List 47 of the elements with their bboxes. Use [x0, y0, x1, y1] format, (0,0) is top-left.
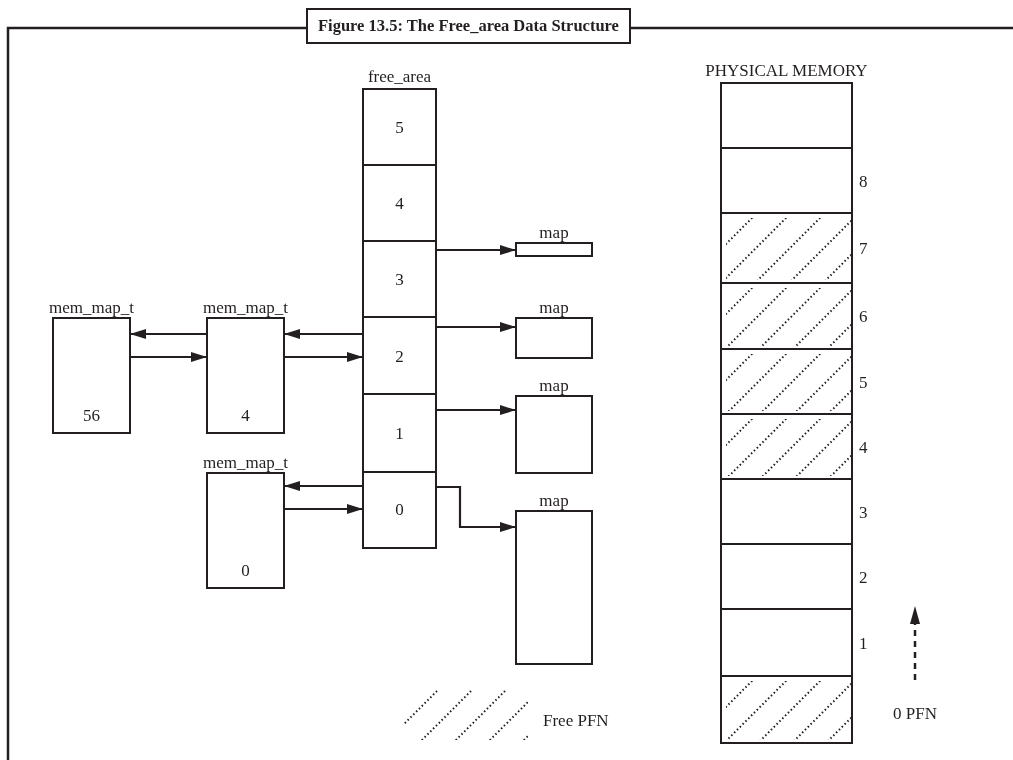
heading-label: map: [539, 223, 569, 243]
frame-number: 3: [859, 502, 868, 523]
figure-title: Figure 13.5: The Free_area Data Structure: [306, 8, 631, 44]
heading-label: free_area: [367, 67, 432, 87]
array-cell: [362, 164, 437, 242]
index-label: 4: [395, 194, 404, 214]
index-label: 3: [395, 270, 404, 290]
arrow: [130, 329, 206, 339]
arrow: [437, 485, 516, 532]
heading-label: map: [539, 298, 569, 318]
array-cell: [362, 471, 437, 549]
index-label: 0: [395, 500, 404, 520]
arrow: [437, 322, 516, 332]
index-label: 5: [395, 118, 404, 138]
heading-label: mem_map_t: [203, 298, 288, 318]
arrow: [285, 352, 363, 362]
frame-number: 1: [859, 633, 868, 654]
value-label: 56: [83, 406, 100, 426]
value-label: 0: [241, 561, 250, 581]
frame-number: 6: [859, 307, 868, 327]
heading-label: mem_map_t: [203, 453, 288, 473]
heading-label: PHYSICAL MEMORY: [705, 61, 868, 81]
frame-number: 8: [859, 171, 868, 192]
value-label: 4: [241, 406, 250, 426]
arrow: [437, 245, 516, 255]
frame-number: 2: [859, 567, 868, 588]
index-label: 1: [395, 424, 404, 444]
frame-number: 5: [859, 372, 868, 393]
memory-cell: [720, 82, 853, 149]
heading-label: map: [539, 376, 569, 396]
hatched-memory-cell: [720, 675, 853, 744]
axis-label: 0 PFN: [893, 704, 937, 724]
arrow: [285, 504, 363, 514]
legend-label: Free PFN: [543, 711, 609, 731]
frame-number: 4: [859, 437, 868, 458]
array-cell: [362, 316, 437, 395]
arrow: [437, 405, 516, 415]
array-cell: [362, 240, 437, 318]
index-label: 2: [395, 346, 404, 367]
arrow: [284, 481, 362, 491]
heading-label: mem_map_t: [49, 298, 134, 318]
array-cell: [362, 393, 437, 473]
frame-number: 7: [859, 239, 868, 259]
arrow: [284, 329, 362, 339]
array-cell: [362, 88, 437, 166]
heading-label: map: [539, 491, 569, 511]
arrow: [131, 352, 207, 362]
